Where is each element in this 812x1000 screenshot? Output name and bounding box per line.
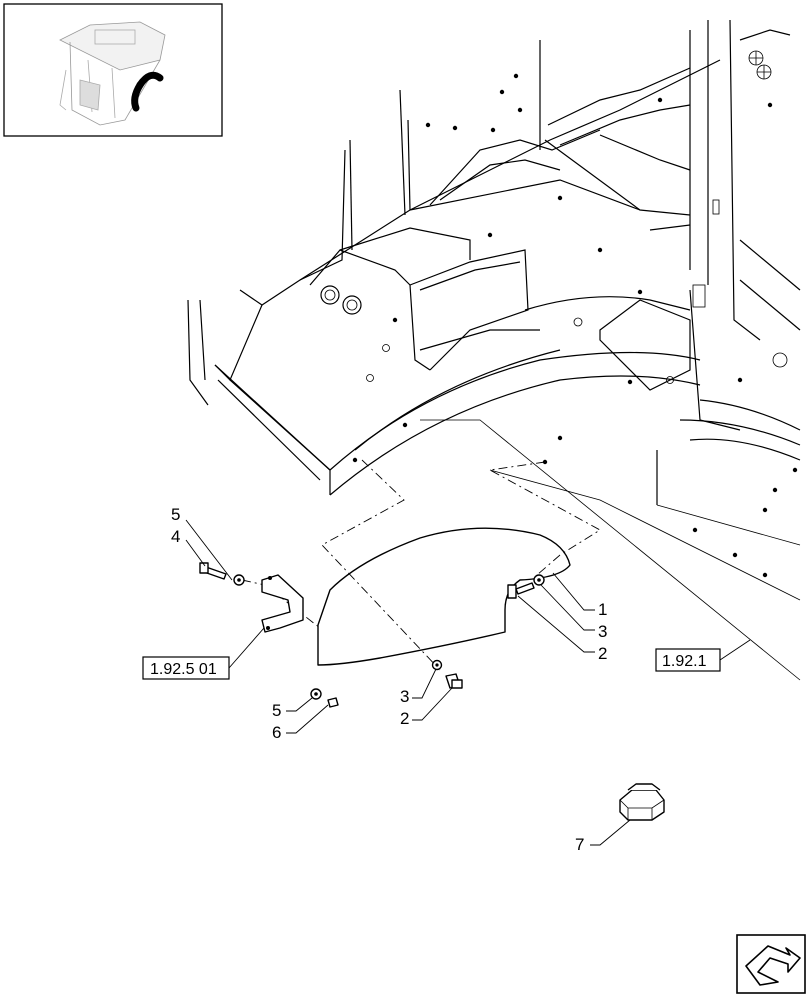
callout-3-lower: 3 xyxy=(400,687,409,706)
leader-lines xyxy=(185,519,751,846)
callout-7: 7 xyxy=(575,835,584,854)
reference-label-left: 1.92.5 01 xyxy=(150,661,217,678)
plug-cap-7 xyxy=(619,783,665,821)
hardware-parts xyxy=(199,562,665,821)
callout-1: 1 xyxy=(598,600,607,619)
screw-2-right xyxy=(507,582,535,599)
callout-4: 4 xyxy=(171,527,180,546)
callout-5-upper: 5 xyxy=(171,505,180,524)
reference-label-right: 1.92.1 xyxy=(662,653,707,670)
bracket-part xyxy=(261,574,304,633)
callout-2-right: 2 xyxy=(598,644,607,663)
callout-2-lower: 2 xyxy=(400,709,409,728)
callout-6: 6 xyxy=(272,723,281,742)
next-page-arrow-icon[interactable] xyxy=(736,934,806,994)
callout-3-right: 3 xyxy=(598,622,607,641)
screw-2-lower xyxy=(445,673,463,689)
tractor-cab-thumbnail-icon xyxy=(59,21,166,126)
cab-structure xyxy=(187,19,801,681)
reference-box-left[interactable]: 1.92.5 01 xyxy=(142,656,230,680)
thumbnail-frame xyxy=(3,3,223,137)
fender-extension-part xyxy=(317,527,571,666)
nut-6 xyxy=(327,697,339,708)
reference-box-right[interactable]: 1.92.1 xyxy=(655,648,721,672)
callout-labels: 5 4 1 3 2 3 2 5 6 7 xyxy=(171,505,607,854)
callout-5-lower: 5 xyxy=(272,701,281,720)
screw-4 xyxy=(199,562,227,580)
